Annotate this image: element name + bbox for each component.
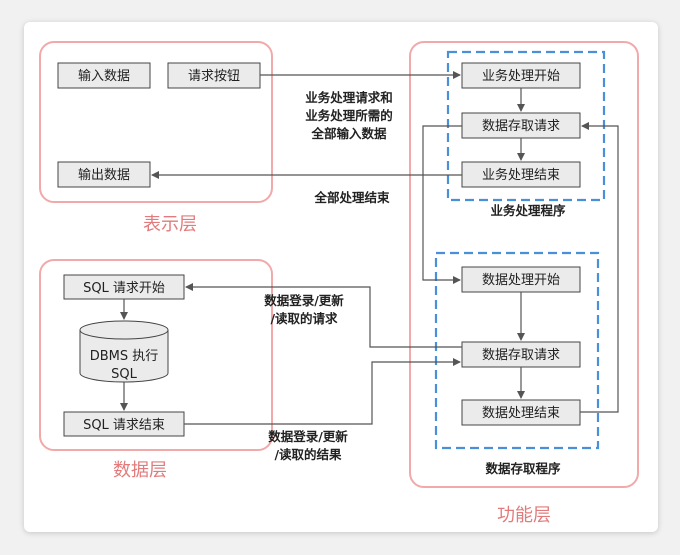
svg-text:DBMS 执行: DBMS 执行 [90, 349, 159, 364]
data-start-box: 数据处理开始 [461, 266, 581, 293]
svg-text:输入数据: 输入数据 [78, 68, 130, 84]
data-program-label: 数据存取程序 [484, 461, 561, 476]
request-annotation: 业务处理请求和 业务处理所需的 全部输入数据 [305, 90, 393, 141]
svg-text:数据处理开始: 数据处理开始 [482, 273, 560, 288]
arrow-data-access-to-sql-start [185, 283, 462, 348]
data-end-box: 数据处理结束 [461, 399, 581, 426]
sql-end-box: SQL 请求结束 [63, 411, 185, 437]
data-layer-title: 数据层 [113, 460, 167, 481]
arrow-business-access-to-data-start [422, 125, 462, 284]
svg-text:输出数据: 输出数据 [78, 167, 130, 183]
svg-text:数据登录/更新: 数据登录/更新 [267, 429, 348, 444]
data-program-frame [434, 251, 600, 450]
svg-text:数据处理结束: 数据处理结束 [482, 406, 560, 421]
svg-text:请求按钮: 请求按钮 [188, 69, 240, 84]
arrow-data-end-to-business-access [580, 122, 619, 413]
arrow-sql-end-to-data-access [184, 358, 461, 425]
svg-text:数据存取请求: 数据存取请求 [482, 119, 560, 134]
db-result-annotation: 数据登录/更新 /读取的结果 [267, 429, 348, 462]
request-button-box: 请求按钮 [167, 62, 261, 89]
sql-start-box: SQL 请求开始 [63, 274, 185, 300]
svg-text:/读取的请求: /读取的请求 [270, 311, 338, 326]
svg-text:业务处理结束: 业务处理结束 [482, 167, 560, 183]
db-request-annotation: 数据登录/更新 /读取的请求 [263, 293, 344, 326]
svg-text:业务处理请求和: 业务处理请求和 [305, 90, 393, 105]
all-done-annotation: 全部处理结束 [313, 190, 390, 205]
svg-text:SQL 请求开始: SQL 请求开始 [83, 281, 165, 296]
dbms-cylinder: DBMS 执行 SQL [79, 320, 169, 383]
svg-text:数据存取请求: 数据存取请求 [482, 348, 560, 363]
output-data-box: 输出数据 [57, 161, 151, 188]
data-access-box: 数据存取请求 [461, 341, 581, 368]
svg-text:SQL 请求结束: SQL 请求结束 [83, 418, 165, 433]
function-layer-title: 功能层 [497, 505, 551, 526]
input-data-box: 输入数据 [57, 62, 151, 89]
business-start-box: 业务处理开始 [461, 62, 581, 89]
presentation-layer-frame [39, 41, 273, 203]
data-layer-frame [39, 259, 273, 451]
business-program-label: 业务处理程序 [490, 203, 566, 218]
function-layer-frame [409, 41, 639, 488]
business-end-box: 业务处理结束 [461, 161, 581, 188]
svg-text:SQL: SQL [111, 367, 137, 382]
svg-text:数据登录/更新: 数据登录/更新 [263, 293, 344, 308]
svg-text:业务处理所需的: 业务处理所需的 [305, 108, 393, 123]
svg-text:全部输入数据: 全部输入数据 [310, 126, 387, 141]
presentation-layer-title: 表示层 [143, 214, 197, 235]
svg-text:/读取的结果: /读取的结果 [274, 447, 342, 462]
svg-text:业务处理开始: 业务处理开始 [482, 68, 560, 84]
business-access-box: 数据存取请求 [461, 112, 581, 139]
